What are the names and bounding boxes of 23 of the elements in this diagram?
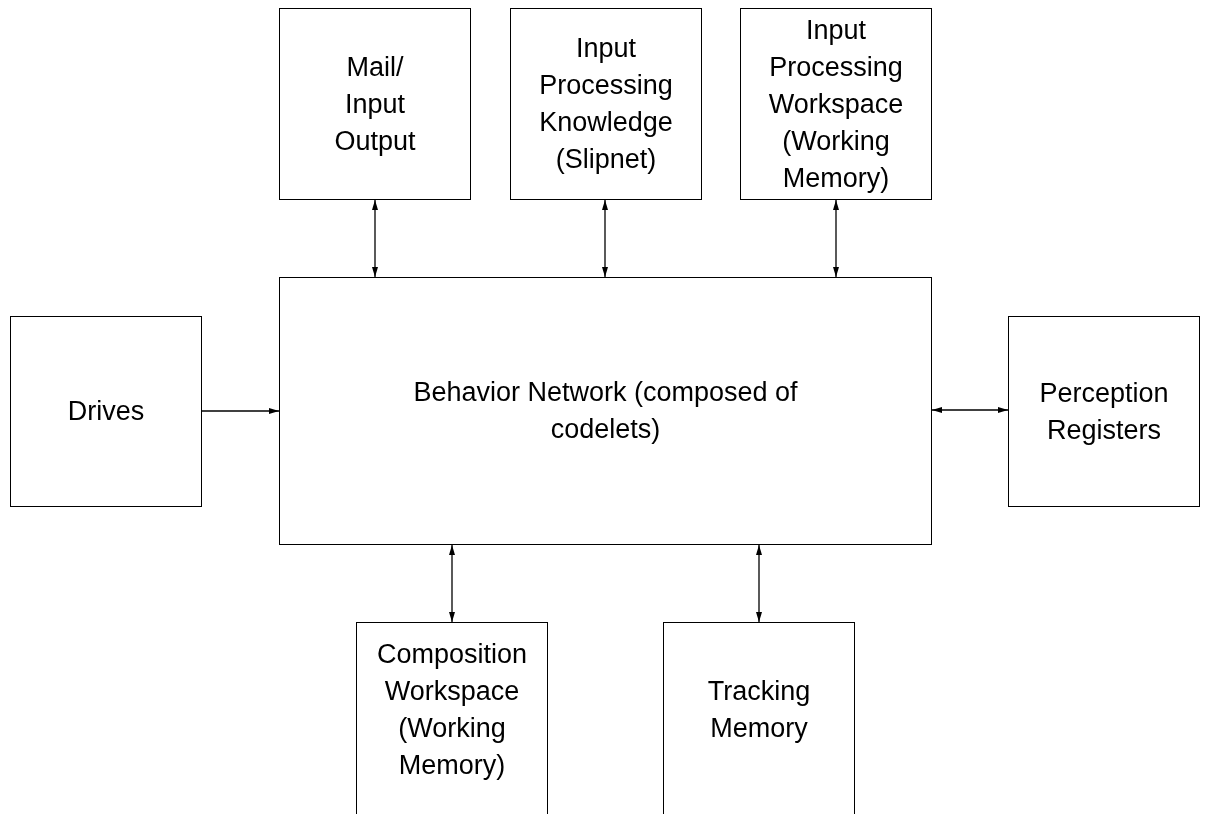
process-box <box>1008 316 1200 507</box>
process-box <box>10 316 202 507</box>
arrow <box>201 408 280 414</box>
box-label: Input Processing Knowledge (Slipnet) <box>538 32 674 176</box>
arrow <box>449 544 455 623</box>
box-label: Tracking Memory <box>706 674 812 745</box>
process-box <box>279 277 932 545</box>
box-label: Perception Registers <box>1038 376 1170 447</box>
box-label: Input Processing Workspace (Working Memory) <box>767 13 905 195</box>
arrow <box>756 544 762 623</box>
process-box <box>663 622 855 814</box>
arrow <box>931 407 1009 413</box>
arrow <box>602 199 608 278</box>
box-label: Composition Workspace (Working Memory) <box>375 637 529 782</box>
arrow <box>372 199 378 278</box>
box-label: Drives <box>67 395 145 428</box>
process-box <box>740 8 932 200</box>
process-box <box>356 622 548 814</box>
arrow <box>833 199 839 278</box>
process-box <box>279 8 471 200</box>
process-box <box>510 8 702 200</box>
box-label: Behavior Network (composed of codelets) <box>412 376 799 446</box>
box-label: Mail/ Input Output <box>333 50 417 158</box>
